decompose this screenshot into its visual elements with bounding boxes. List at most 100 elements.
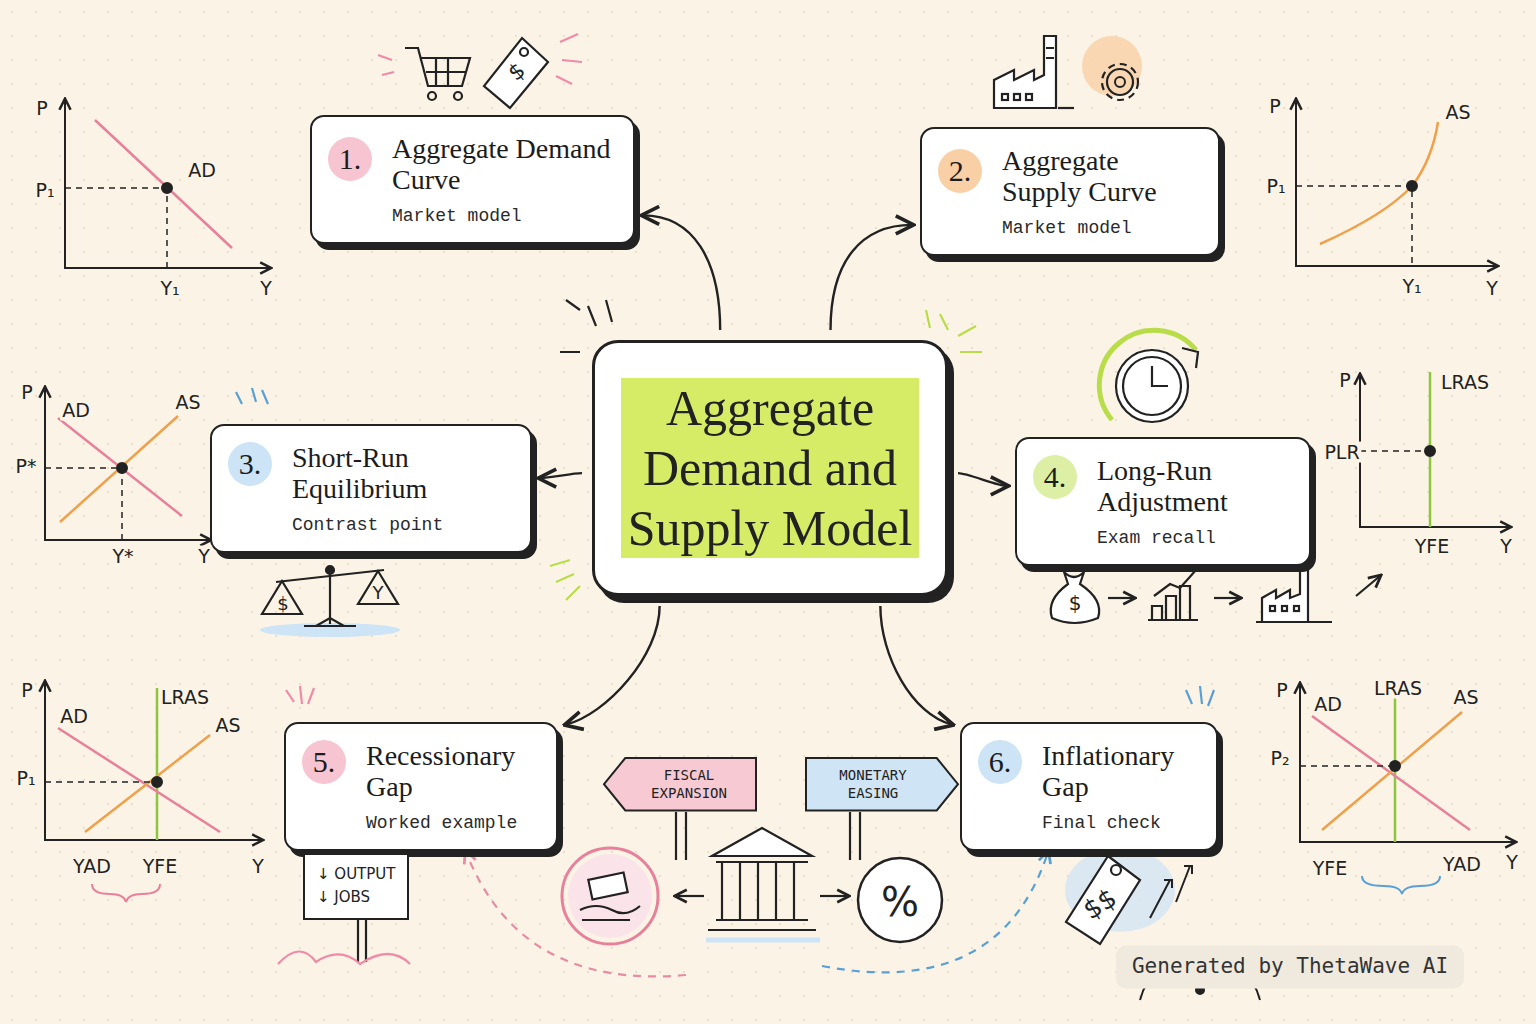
- callout-number: 6.: [978, 740, 1022, 784]
- box-subtitle: Worked example: [366, 813, 534, 833]
- axis-label: LRAS: [1439, 372, 1491, 393]
- callout-number: 4.: [1033, 455, 1077, 499]
- central-title: Aggregate Demand and Supply Model: [621, 378, 919, 558]
- topic-box: Short-Run EquilibriumContrast point 3.: [210, 424, 532, 553]
- policy-sign: MONETARY EASING: [806, 758, 958, 810]
- axis-label: Y₁: [158, 278, 181, 299]
- callout-number-text: 4.: [1044, 460, 1067, 494]
- output-sign-post: [278, 920, 410, 964]
- connector-arrow: [958, 473, 1007, 486]
- axis-label: AD: [60, 400, 92, 421]
- chart-lr: [1360, 372, 1510, 527]
- axis-label: Y: [250, 856, 266, 877]
- topic-box: Inflationary GapFinal check 6.: [960, 722, 1218, 851]
- icon-symbol: $: [1067, 592, 1084, 614]
- chart-inflation: [1300, 684, 1515, 894]
- policy-dashed-arrows: [466, 852, 1048, 976]
- callout-number: 2.: [938, 149, 982, 193]
- box-subtitle: Final check: [1042, 813, 1194, 833]
- topic-box: Long-Run AdjustmentExam recall 4.: [1015, 437, 1311, 566]
- axis-label: P₂: [1268, 748, 1291, 769]
- chart-as: [1296, 100, 1497, 266]
- box-heading: Long-Run Adjustment: [1097, 455, 1287, 518]
- gear-icon: [1082, 36, 1142, 100]
- cash-circle-icon: [562, 848, 658, 944]
- axis-label: Y: [196, 546, 212, 567]
- icon-symbol: %: [879, 880, 921, 924]
- chart-recession: [45, 682, 262, 902]
- axis-label: P: [19, 382, 34, 403]
- box-subtitle: Contrast point: [292, 515, 508, 535]
- axis-label: P*: [14, 456, 39, 477]
- axis-label: P: [1274, 680, 1289, 701]
- axis-label: Y: [1504, 852, 1520, 873]
- cart-icon: [378, 48, 470, 100]
- axis-label: AS: [173, 392, 202, 413]
- price-tag-icon: [484, 34, 582, 108]
- bank-icon: [676, 812, 860, 940]
- box-heading: Aggregate Supply Curve: [1002, 145, 1196, 208]
- axis-label: AD: [58, 706, 90, 727]
- axis-label: AS: [213, 715, 242, 736]
- icon-symbol: Y: [371, 583, 386, 603]
- axis-label: YAD: [71, 856, 113, 877]
- policy-sign: FISCAL EXPANSION: [604, 758, 756, 810]
- axis-label: Y: [1484, 278, 1500, 299]
- factory-icon: [994, 36, 1074, 108]
- box-subtitle: Exam recall: [1097, 528, 1287, 548]
- box-subtitle: Market model: [392, 206, 611, 226]
- axis-label: P₁: [33, 180, 56, 201]
- callout-number-text: 2.: [949, 154, 972, 188]
- topic-box: Aggregate Supply CurveMarket model 2.: [920, 127, 1220, 256]
- axis-label: YFE: [141, 856, 180, 877]
- sign-text: MONETARY EASING: [818, 766, 928, 802]
- callout-number-text: 5.: [313, 745, 336, 779]
- watermark: Generated by ThetaWave AI: [1116, 945, 1464, 988]
- sign-text: ↓ JOBS: [317, 886, 395, 909]
- axis-label: PLR: [1322, 442, 1361, 463]
- connector-arrow: [880, 606, 952, 725]
- axis-label: Y: [1498, 536, 1514, 557]
- axis-label: YFE: [1311, 858, 1350, 879]
- box-subtitle: Market model: [1002, 218, 1196, 238]
- callout-number-text: 6.: [989, 745, 1012, 779]
- callout-number: 1.: [328, 137, 372, 181]
- axis-label: P: [1337, 370, 1352, 391]
- effect-sign: ↓ OUTPUT↓ JOBS: [303, 853, 409, 920]
- box-heading: Recessionary Gap: [366, 740, 534, 803]
- chart-sr: [45, 388, 210, 540]
- topic-box: Aggregate Demand CurveMarket model 1.: [310, 115, 635, 244]
- box-heading: Aggregate Demand Curve: [392, 133, 611, 196]
- axis-label: AD: [186, 160, 218, 181]
- icon-symbol: $: [502, 57, 531, 87]
- axis-label: AD: [1312, 694, 1344, 715]
- axis-label: P₁: [14, 768, 37, 789]
- connector-arrow: [566, 606, 660, 725]
- icon-symbol: $$: [1077, 882, 1124, 926]
- price-tag-rising-icon: [1065, 848, 1192, 944]
- axis-label: P: [34, 98, 49, 119]
- axis-label: AS: [1451, 687, 1480, 708]
- callout-number-text: 3.: [239, 447, 262, 481]
- axis-label: Y*: [110, 546, 135, 567]
- axis-label: P₁: [1264, 176, 1287, 197]
- axis-label: P: [1267, 96, 1282, 117]
- icon-symbol: $: [275, 594, 290, 614]
- callout-number: 5.: [302, 740, 346, 784]
- axis-label: YFE: [1413, 536, 1452, 557]
- chart-ad: [65, 100, 270, 268]
- axis-label: Y₁: [1400, 276, 1423, 297]
- sign-text: ↓ OUTPUT: [317, 863, 395, 886]
- money-growth-icons: [1051, 560, 1380, 623]
- clock-icon: [1099, 330, 1198, 422]
- connector-arrow: [831, 225, 912, 330]
- box-heading: Inflationary Gap: [1042, 740, 1194, 803]
- box-heading: Short-Run Equilibrium: [292, 442, 508, 505]
- axis-label: YAD: [1441, 854, 1483, 875]
- axis-label: AS: [1443, 102, 1472, 123]
- central-box: Aggregate Demand and Supply Model: [592, 340, 948, 596]
- sign-shape: [604, 758, 756, 810]
- connector-arrow: [540, 473, 582, 478]
- axis-label: Y: [258, 278, 274, 299]
- callout-number-text: 1.: [339, 142, 362, 176]
